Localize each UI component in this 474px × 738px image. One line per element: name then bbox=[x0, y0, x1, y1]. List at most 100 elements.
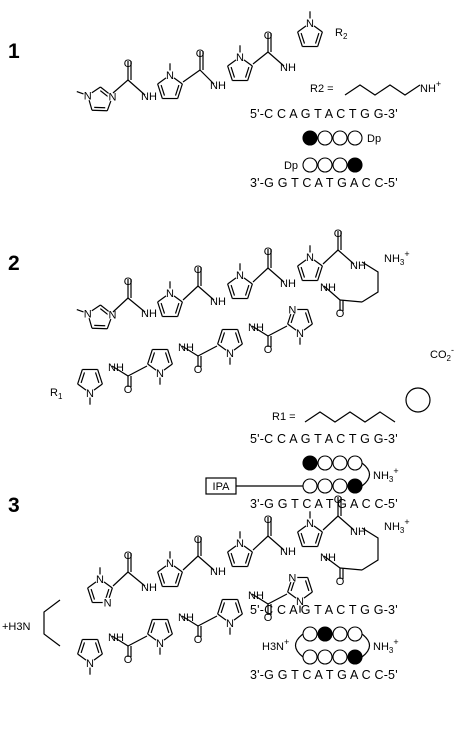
n-mask bbox=[165, 70, 175, 80]
pyrrole-dot bbox=[332, 130, 348, 146]
ring-nitrogen-2: N bbox=[109, 91, 117, 103]
pyrrole-dot bbox=[347, 130, 363, 146]
imidazole-dot bbox=[347, 157, 363, 173]
carbonyl-oxygen: O bbox=[264, 514, 273, 526]
ring-bond bbox=[217, 599, 223, 615]
amide-nh: NH bbox=[280, 278, 296, 290]
ring-nitrogen: N bbox=[226, 348, 234, 360]
amide-bond bbox=[339, 567, 363, 571]
ring-double-bond bbox=[164, 622, 170, 634]
imidazole-dot bbox=[347, 649, 363, 665]
amide-2: ONH bbox=[182, 48, 226, 92]
compound-number: 1 bbox=[8, 40, 20, 63]
ring-bond bbox=[177, 83, 183, 99]
pyrrole-ring-a: N bbox=[157, 551, 183, 588]
ring-bond bbox=[317, 531, 323, 547]
pyrrole-dot bbox=[332, 649, 348, 665]
n-mask bbox=[305, 252, 315, 262]
ring-bond bbox=[91, 327, 108, 330]
ring-double-bond bbox=[150, 622, 156, 634]
ring-double-bond bbox=[160, 84, 166, 96]
compound-number: 2 bbox=[8, 252, 20, 275]
carboxylate-group: CO2- bbox=[430, 345, 454, 363]
ring-nitrogen: N bbox=[306, 18, 314, 30]
amide-bond bbox=[197, 345, 218, 357]
ring-double-bond bbox=[314, 32, 320, 44]
dna-schematic: 5'-C C A G T A C T G G-3'3'-G G T C A T … bbox=[250, 432, 398, 511]
ring-double-bond bbox=[90, 588, 96, 600]
amide-nh: NH bbox=[350, 526, 366, 538]
pyrrole-ring-d: N bbox=[217, 598, 243, 635]
compound-number: 3 bbox=[8, 494, 20, 517]
pyrrole-dot bbox=[317, 130, 333, 146]
ring-double-bond bbox=[244, 284, 250, 296]
carbonyl-oxygen: O bbox=[124, 550, 133, 562]
ring-double-bond bbox=[230, 284, 236, 296]
ring-bond bbox=[177, 301, 183, 317]
pyrrole-dot bbox=[317, 157, 333, 173]
ring-bond bbox=[77, 639, 83, 655]
amide-nh: NH bbox=[248, 590, 264, 602]
ring-bond bbox=[237, 329, 243, 345]
amide-d: O NH bbox=[322, 494, 366, 538]
imidazole-dot bbox=[317, 626, 333, 642]
ring-nitrogen-2: N bbox=[288, 572, 296, 584]
carbonyl-oxygen: O bbox=[194, 534, 203, 546]
ring-nitrogen: N bbox=[86, 658, 94, 670]
amide-b: ONH bbox=[182, 264, 226, 308]
amide-bond bbox=[112, 79, 129, 94]
n-mask bbox=[165, 558, 175, 568]
amide-h: ONH bbox=[108, 362, 148, 396]
ring-nitrogen: N bbox=[296, 328, 304, 340]
ring-double-bond bbox=[244, 552, 250, 564]
ring-bond bbox=[227, 65, 233, 81]
pyrrole-ring-e: N bbox=[147, 348, 173, 385]
n-mask bbox=[155, 638, 165, 648]
hairpin-turn bbox=[361, 633, 371, 658]
amide-bond bbox=[127, 635, 148, 647]
ring-bond bbox=[157, 83, 163, 99]
amide-n-bond bbox=[267, 51, 285, 67]
gaba-turn bbox=[361, 261, 379, 303]
ring-bond bbox=[147, 349, 153, 365]
pyrrole-ring-1: N bbox=[157, 63, 183, 100]
amide-n-bond bbox=[181, 615, 199, 627]
n-mask bbox=[107, 91, 118, 102]
amide-nh: NH bbox=[178, 342, 194, 354]
carbonyl-oxygen: O bbox=[334, 494, 343, 506]
ring-bond bbox=[157, 571, 163, 587]
pyrrole-dot bbox=[347, 626, 363, 642]
n-mask bbox=[287, 304, 298, 315]
hairpin-turn bbox=[361, 462, 371, 487]
ring-double-bond bbox=[160, 572, 166, 584]
amide-c: ONH bbox=[252, 514, 296, 558]
pyrrole-dot bbox=[317, 649, 333, 665]
ring-bond bbox=[177, 571, 183, 587]
ring-nitrogen: N bbox=[226, 618, 234, 630]
imidazole-dot bbox=[302, 130, 318, 146]
dna-bottom-strand: 3'-G G T C A T G A C C-5' bbox=[250, 176, 398, 190]
amide-n-bond bbox=[197, 285, 215, 301]
amide-nh: NH bbox=[210, 296, 226, 308]
amide-n-bond bbox=[323, 285, 341, 301]
amide-g: ONH bbox=[178, 612, 218, 646]
amide-a: ONH bbox=[112, 550, 157, 594]
amide-a: ONH bbox=[112, 276, 157, 320]
amide-bond bbox=[322, 249, 339, 265]
ring-bond bbox=[307, 577, 313, 593]
carbonyl-oxygen: O bbox=[124, 654, 133, 666]
ring-nitrogen-2: N bbox=[104, 598, 112, 610]
ring-double-bond bbox=[234, 602, 240, 614]
imidazole-ring-b: NN bbox=[287, 304, 313, 345]
ring-nitrogen: N bbox=[86, 388, 94, 400]
ring-double-bond bbox=[304, 580, 310, 592]
amide-bond bbox=[112, 297, 129, 313]
amide-nh: NH bbox=[210, 566, 226, 578]
ring-double-bond bbox=[230, 66, 236, 78]
ring-bond bbox=[317, 31, 323, 47]
carbonyl-oxygen: O bbox=[264, 344, 273, 356]
amide-c: ONH bbox=[252, 246, 296, 290]
amide-n-bond bbox=[181, 345, 199, 357]
